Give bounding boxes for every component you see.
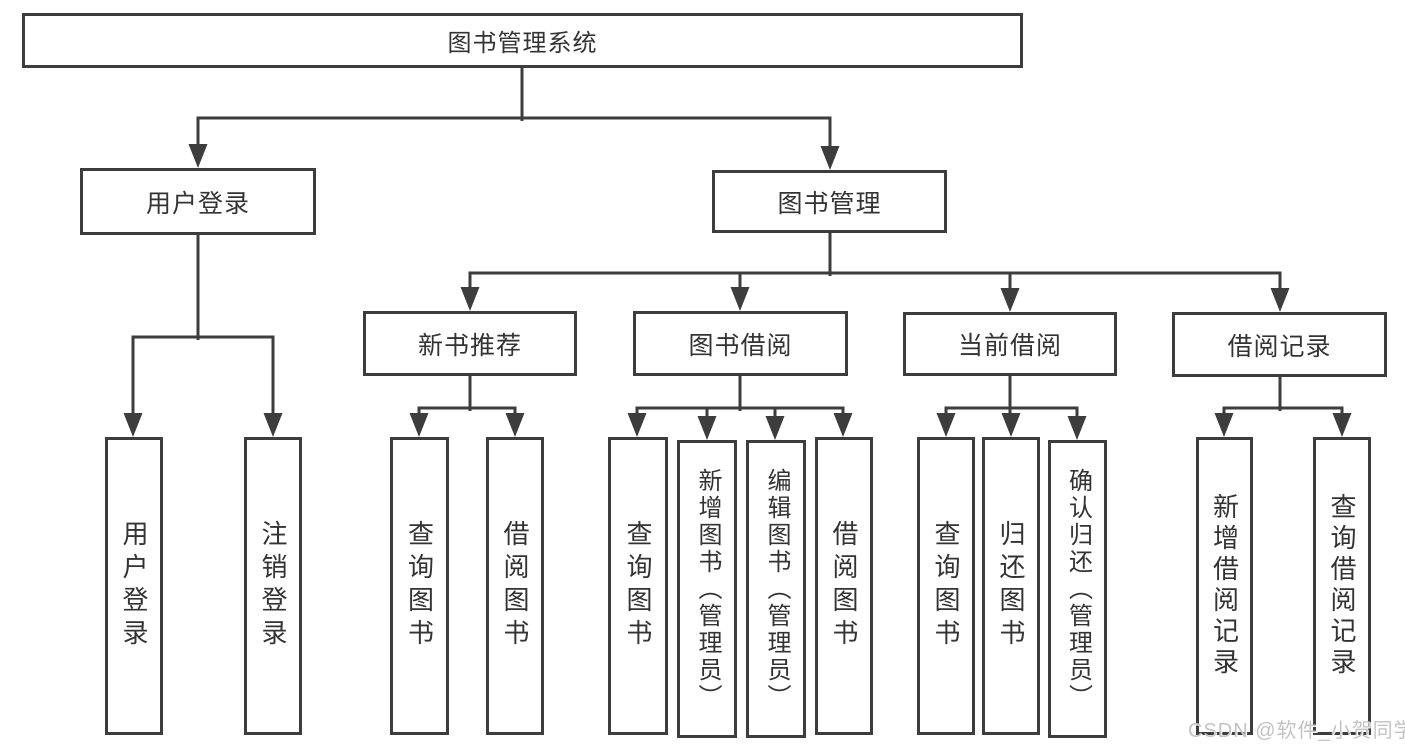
arrow-down-icon [460, 287, 480, 311]
arrow-down-icon [730, 287, 750, 311]
leaf-query-borrow-record: 查询借阅记录 [1313, 437, 1371, 735]
csdn-watermark: CSDN @软件_小贺同学 [1188, 720, 1405, 742]
leaf-add-book-admin: 新增图书（管理员） [677, 440, 737, 738]
arrow-down-icon [188, 144, 208, 168]
leaf-borrow-books: 借阅图书 [815, 437, 873, 735]
arrow-down-icon [1001, 413, 1021, 437]
leaf-query-books-borrow: 查询图书 [608, 437, 668, 735]
arrowheads [123, 144, 1352, 440]
arrow-down-icon [697, 416, 717, 440]
arrow-down-icon [1332, 413, 1352, 437]
node-library-management-system: 图书管理系统 [22, 13, 1023, 68]
arrow-down-icon [1270, 288, 1290, 312]
leaf-query-books-current: 查询图书 [917, 437, 975, 735]
arrow-down-icon [123, 413, 143, 437]
node-book-management: 图书管理 [712, 170, 947, 233]
node-borrowing-records: 借阅记录 [1172, 312, 1387, 377]
arrow-down-icon [1067, 416, 1087, 440]
leaf-borrow-books-recommend: 借阅图书 [486, 437, 544, 735]
node-user-login: 用户登录 [80, 168, 316, 235]
arrow-down-icon [627, 413, 647, 437]
arrow-down-icon [820, 146, 840, 170]
arrow-down-icon [409, 413, 429, 437]
arrow-down-icon [765, 416, 785, 440]
arrow-down-icon [936, 413, 956, 437]
arrow-down-icon [1000, 288, 1020, 312]
leaf-query-books-recommend: 查询图书 [390, 437, 449, 735]
arrow-down-icon [263, 413, 283, 437]
node-current-borrowing: 当前借阅 [903, 312, 1117, 376]
arrow-down-icon [1214, 413, 1234, 437]
arrow-down-icon [505, 413, 525, 437]
node-new-book-recommend: 新书推荐 [363, 311, 577, 376]
leaf-add-borrow-record: 新增借阅记录 [1196, 437, 1253, 735]
arrow-down-icon [833, 413, 853, 437]
leaf-edit-book-admin: 编辑图书（管理员） [746, 440, 806, 738]
leaf-return-books: 归还图书 [982, 437, 1040, 735]
leaf-confirm-return-admin: 确认归还（管理员） [1048, 440, 1107, 738]
node-book-borrowing: 图书借阅 [633, 311, 848, 376]
leaf-user-login: 用户登录 [105, 437, 163, 735]
leaf-logout: 注销登录 [244, 437, 302, 735]
